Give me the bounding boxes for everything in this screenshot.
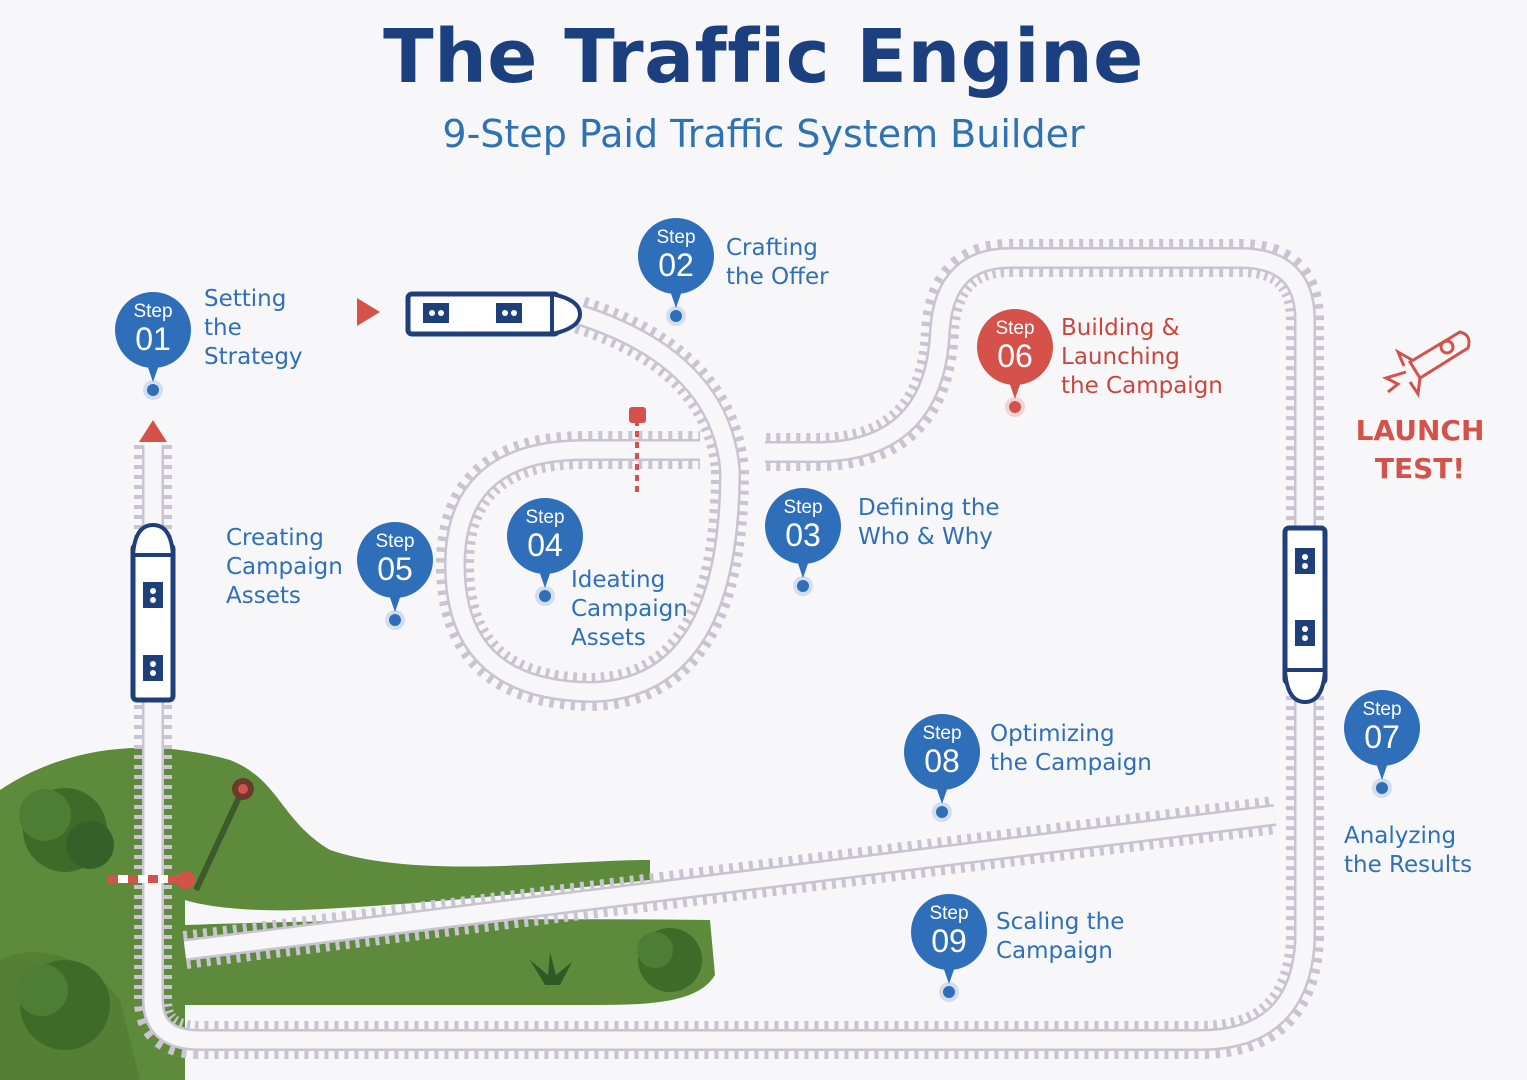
tree-icon: [19, 788, 114, 872]
train-icon: [357, 291, 583, 337]
railway-crossing-icon: [108, 778, 254, 892]
signal-post-icon: [629, 407, 646, 492]
track-segment: [446, 306, 739, 701]
plant-icon: [530, 952, 572, 985]
flag-icon: [357, 298, 380, 326]
tree-icon: [16, 960, 110, 1050]
train-icon: [1282, 525, 1328, 705]
tree-icon: [637, 928, 702, 992]
page-subtitle: 9-Step Paid Traffic System Builder: [442, 112, 1085, 156]
rocket-icon: [1381, 330, 1471, 399]
track-segment: [183, 806, 1277, 959]
track-segment: [144, 249, 1314, 1049]
page-title: The Traffic Engine: [383, 14, 1144, 100]
flag-icon: [139, 420, 167, 442]
railroad-track: [134, 239, 1324, 1059]
train-icon: [130, 420, 176, 703]
